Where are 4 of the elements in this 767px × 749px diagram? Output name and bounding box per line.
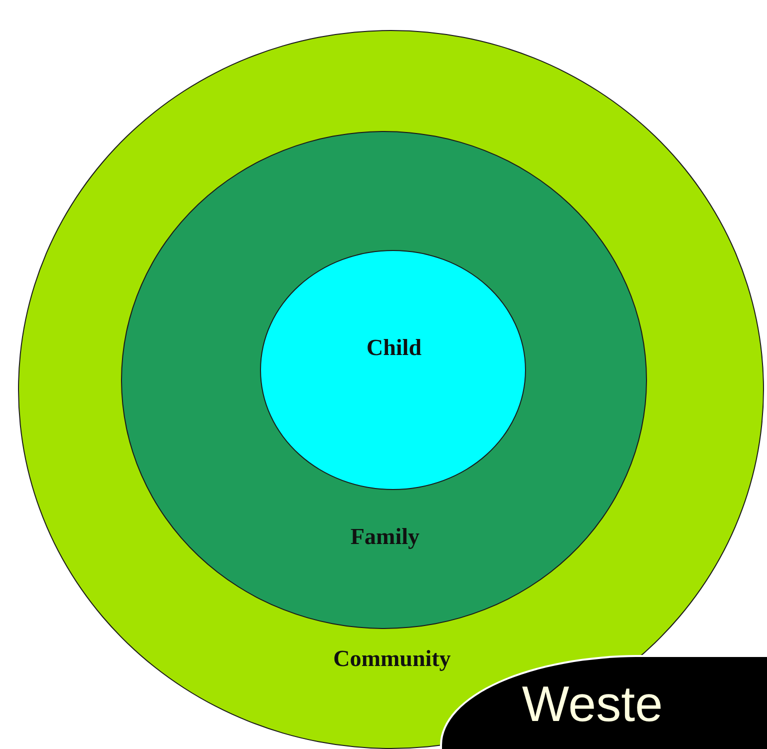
banner-title: Weste (522, 675, 663, 733)
ring-label: Community (333, 646, 451, 672)
ring-label: Family (350, 524, 420, 550)
ring-label: Child (366, 335, 422, 361)
